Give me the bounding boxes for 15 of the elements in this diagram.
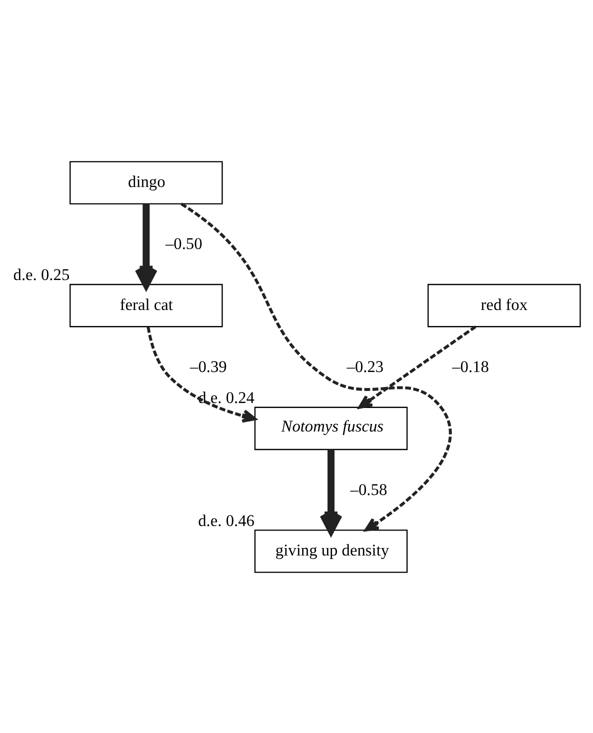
edge-label: –0.23 (346, 356, 384, 376)
node-label: d.e. 0.25 (13, 264, 70, 284)
edge-label: –0.39 (190, 356, 227, 376)
arrow (358, 324, 476, 408)
node-box: giving up density (254, 529, 408, 572)
node-box: Notomys fuscus (254, 406, 408, 450)
arrow (146, 326, 256, 422)
node-box: feral cat (70, 283, 223, 327)
edge-label: –0.58 (350, 479, 388, 498)
node-box: dingo (70, 160, 223, 204)
node-label: d.e. 0.46 (198, 510, 254, 530)
edge-label: –0.18 (452, 356, 489, 376)
arrow (180, 202, 452, 531)
node-box: red fox (428, 283, 581, 327)
edge-label: –0.50 (165, 234, 202, 253)
